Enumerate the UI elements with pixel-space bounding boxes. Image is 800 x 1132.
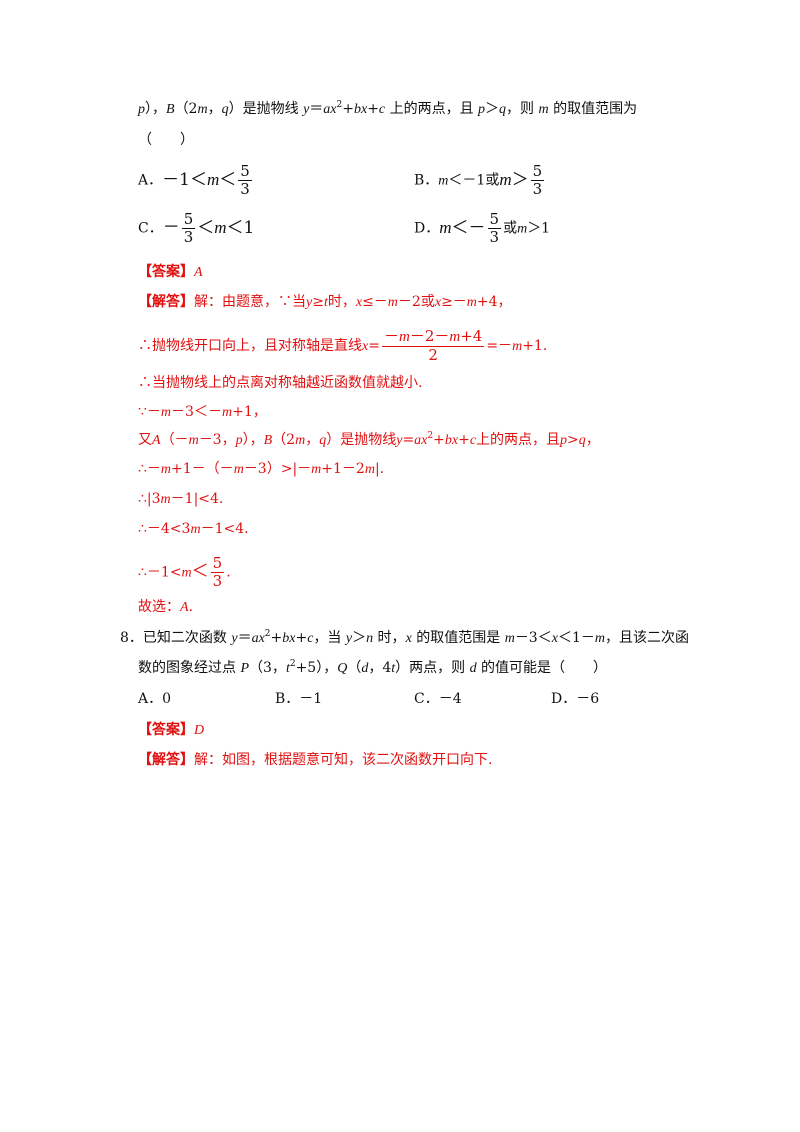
q8-option-a: A．0 [138,691,172,707]
solution-tag: 【解答】 [138,294,194,310]
solution-text: 解：如图，根据题意可知，该二次函数开口向下. [194,752,493,768]
q7-solution-line-10: 故选：A. [138,599,194,615]
q8-option-c: C．－4 [414,691,462,707]
q7-solution-line-7: ∴|3m－1|<4. [138,491,224,507]
q7-solution-line-1: 【解答】解：由题意，∵当y≥t时，x≤－m－2或x≥－m+4， [138,294,512,310]
q8-option-d: D．－6 [551,691,600,707]
q8-stem-line-1: 8．已知二次函数 y＝ax2+bx+c，当 y＞n 时，x 的取值范围是 m－3… [120,629,689,647]
q8-stem-line-2: 数的图象经过点 P（3，t2+5），Q（d，4t）两点，则 d 的值可能是（ ） [138,659,608,677]
q7-solution-line-3: ∴当抛物线上的点离对称轴越近函数值就越小. [138,375,423,391]
answer-tag: 【答案】 [138,264,194,280]
q7-solution-line-8: ∴－4<3m－1<4. [138,521,249,537]
q7-stem-line-2: （ ） [138,132,194,148]
q7-solution-line-4: ∵－m－3＜－m+1， [138,404,267,420]
q8-solution: 【解答】解：如图，根据题意可知，该二次函数开口向下. [138,751,492,769]
answer-tag: 【答案】 [138,722,194,738]
q7-answer: 【答案】A [138,263,203,282]
solution-tag: 【解答】 [138,752,194,768]
q7-stem-line-1: p），B（2m，q）是抛物线 y＝ax2+bx+c 上的两点，且 p＞q，则 m… [138,100,638,118]
q7-solution-line-6: ∴－m+1－（－m－3）>|－m+1－2m|. [138,461,385,477]
answer-value: D [194,723,205,738]
q8-option-b: B．－1 [275,691,323,707]
q7-solution-line-5: 又A（－m－3，p），B（2m，q）是抛物线y=ax2+bx+c上的两点，且p>… [138,431,600,449]
answer-value: A [194,265,203,280]
q8-answer: 【答案】D [138,721,204,740]
